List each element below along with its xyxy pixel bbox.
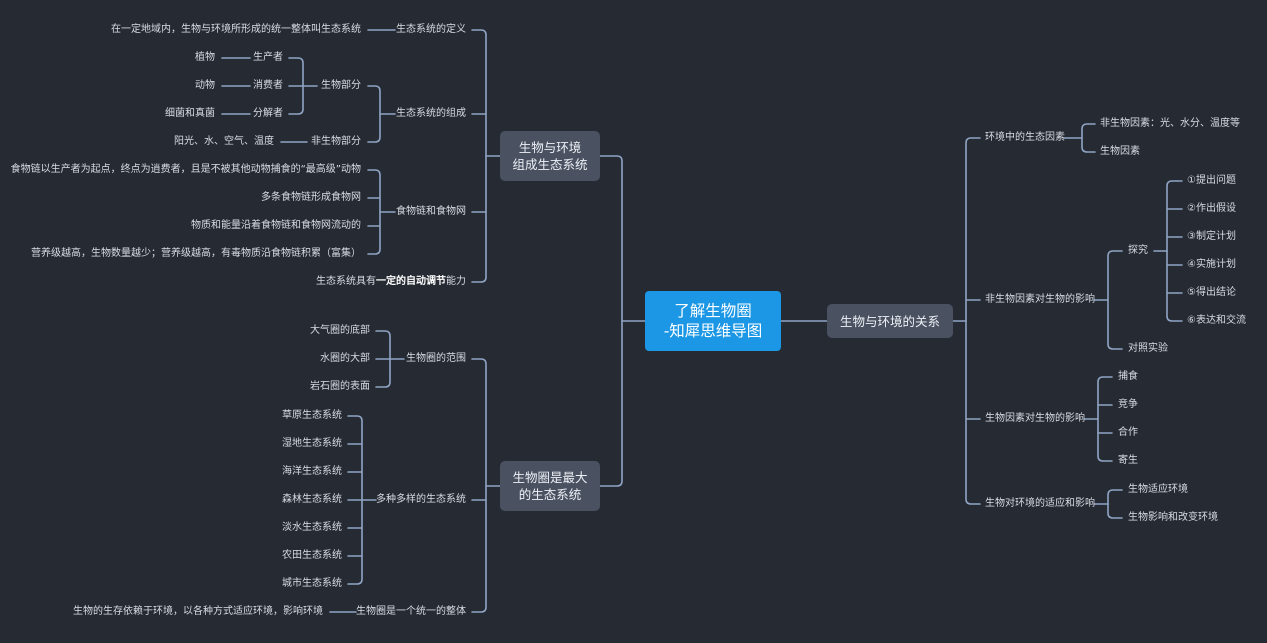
text-plants[interactable]: 植物: [195, 52, 215, 63]
step-conclusion[interactable]: ⑤得出结论: [1187, 287, 1236, 298]
text-change-environment[interactable]: 生物影响和改变环境: [1128, 512, 1218, 523]
connector-line: [965, 320, 981, 505]
text-survival-dependence[interactable]: 生物的生存依赖于环境，以各种方式适应环境，影响环境: [73, 606, 323, 617]
text-urban[interactable]: 城市生态系统: [282, 578, 342, 589]
topic-abiotic-effect[interactable]: 非生物因素对生物的影响: [985, 294, 1095, 305]
branch-biosphere-largest[interactable]: 生物圈是最大 的生态系统: [500, 461, 600, 511]
connector-line: [1081, 137, 1096, 153]
text-food-web[interactable]: 多条食物链形成食物网: [261, 192, 361, 203]
topic-producer[interactable]: 生产者: [253, 52, 283, 63]
text-predation[interactable]: 捕食: [1118, 371, 1138, 382]
text-farmland[interactable]: 农田生态系统: [282, 550, 342, 561]
text-trophic-level[interactable]: 营养级越高，生物数量越少；营养级越高，有毒物质沿食物链积累（富集）: [31, 248, 361, 259]
text-abiotic-factors[interactable]: 阳光、水、空气、温度: [174, 136, 274, 147]
connector-line: [367, 113, 381, 143]
topic-self-regulation[interactable]: 生态系统具有一定的自动调节能力: [316, 276, 466, 287]
connector-line: [471, 485, 487, 613]
connector-line: [1097, 376, 1113, 420]
text-hydrosphere-most[interactable]: 水圈的大部: [320, 353, 370, 364]
text-freshwater[interactable]: 淡水生态系统: [282, 522, 342, 533]
branch-ecosystem-composition[interactable]: 生物与环境 组成生态系统: [500, 131, 600, 181]
step-implement[interactable]: ④实施计划: [1187, 259, 1236, 270]
topic-food-chain-web[interactable]: 食物链和食物网: [396, 206, 466, 217]
connector-line: [1107, 250, 1123, 301]
text-lithosphere-surface[interactable]: 岩石圈的表面: [310, 381, 370, 392]
step-ask-question[interactable]: ①提出问题: [1187, 175, 1236, 186]
topic-ecosystem-components[interactable]: 生态系统的组成: [396, 108, 466, 119]
topic-consumer[interactable]: 消费者: [253, 80, 283, 91]
step-hypothesis[interactable]: ②作出假设: [1187, 203, 1236, 214]
text-wetland[interactable]: 湿地生态系统: [282, 438, 342, 449]
connector-line: [367, 169, 381, 213]
topic-adaptation-influence[interactable]: 生物对环境的适应和影响: [985, 498, 1095, 509]
step-plan[interactable]: ③制定计划: [1187, 231, 1236, 242]
text-grassland[interactable]: 草原生态系统: [282, 410, 342, 421]
connector-line: [367, 85, 381, 115]
connector-line: [1097, 418, 1113, 462]
topic-ecosystem-definition[interactable]: 生态系统的定义: [396, 24, 466, 35]
text-competition[interactable]: 竞争: [1118, 399, 1138, 410]
connector-line: [367, 211, 381, 255]
connector-line: [375, 330, 391, 360]
text-ecosystem-definition[interactable]: 在一定地域内，生物与环境所形成的统一整体叫生态系统: [111, 24, 361, 35]
text-ocean[interactable]: 海洋生态系统: [282, 466, 342, 477]
connector-line: [599, 155, 623, 322]
text-atmosphere-bottom[interactable]: 大气圈的底部: [310, 325, 370, 336]
text-forest[interactable]: 森林生态系统: [282, 494, 342, 505]
topic-controlled-experiment[interactable]: 对照实验: [1128, 343, 1168, 354]
text-abiotic-light-water[interactable]: 非生物因素：光、水分、温度等: [1100, 118, 1240, 129]
connector-line: [471, 358, 487, 487]
text-cooperation[interactable]: 合作: [1118, 427, 1138, 438]
connector-line: [288, 85, 304, 115]
topic-biotic-part[interactable]: 生物部分: [321, 80, 361, 91]
connector-line: [1107, 489, 1123, 505]
branch-organism-environment[interactable]: 生物与环境的关系: [827, 304, 953, 338]
topic-biotic-effect[interactable]: 生物因素对生物的影响: [985, 413, 1085, 424]
connector-line: [471, 29, 487, 157]
text-parasitism[interactable]: 寄生: [1118, 455, 1138, 466]
topic-abiotic-part[interactable]: 非生物部分: [311, 136, 361, 147]
connector-line: [471, 155, 487, 283]
text-adapt-environment[interactable]: 生物适应环境: [1128, 484, 1188, 495]
text-biotic-factors[interactable]: 生物因素: [1100, 146, 1140, 157]
connector-line: [347, 499, 363, 585]
connector-line: [1166, 180, 1183, 252]
connector-line: [347, 415, 363, 501]
connector-line: [1107, 503, 1123, 519]
connector-line: [1166, 250, 1183, 322]
connector-line: [1107, 299, 1123, 350]
connector-line: [1081, 123, 1096, 139]
topic-biosphere-whole[interactable]: 生物圈是一个统一的整体: [356, 606, 466, 617]
topic-biosphere-range[interactable]: 生物圈的范围: [406, 353, 466, 364]
connector-line: [288, 57, 304, 87]
connector-line: [965, 137, 981, 322]
topic-inquiry[interactable]: 探究: [1128, 245, 1148, 256]
topic-diverse-ecosystems[interactable]: 多种多样的生态系统: [376, 494, 466, 505]
topic-decomposer[interactable]: 分解者: [253, 108, 283, 119]
connector-line: [375, 358, 391, 388]
text-animals[interactable]: 动物: [195, 80, 215, 91]
text-energy-flow[interactable]: 物质和能量沿着食物链和食物网流动的: [191, 220, 361, 231]
connector-line: [599, 320, 623, 487]
text-food-chain-start[interactable]: 食物链以生产者为起点，终点为逍费者，且是不被其他动物捕食的“最高级”动物: [10, 164, 361, 175]
text-bacteria-fungi[interactable]: 细菌和真菌: [165, 108, 215, 119]
central-topic[interactable]: 了解生物圈 -知犀思维导图: [645, 291, 781, 351]
topic-ecological-factors[interactable]: 环境中的生态因素: [985, 132, 1065, 143]
step-communicate[interactable]: ⑥表达和交流: [1187, 315, 1246, 326]
